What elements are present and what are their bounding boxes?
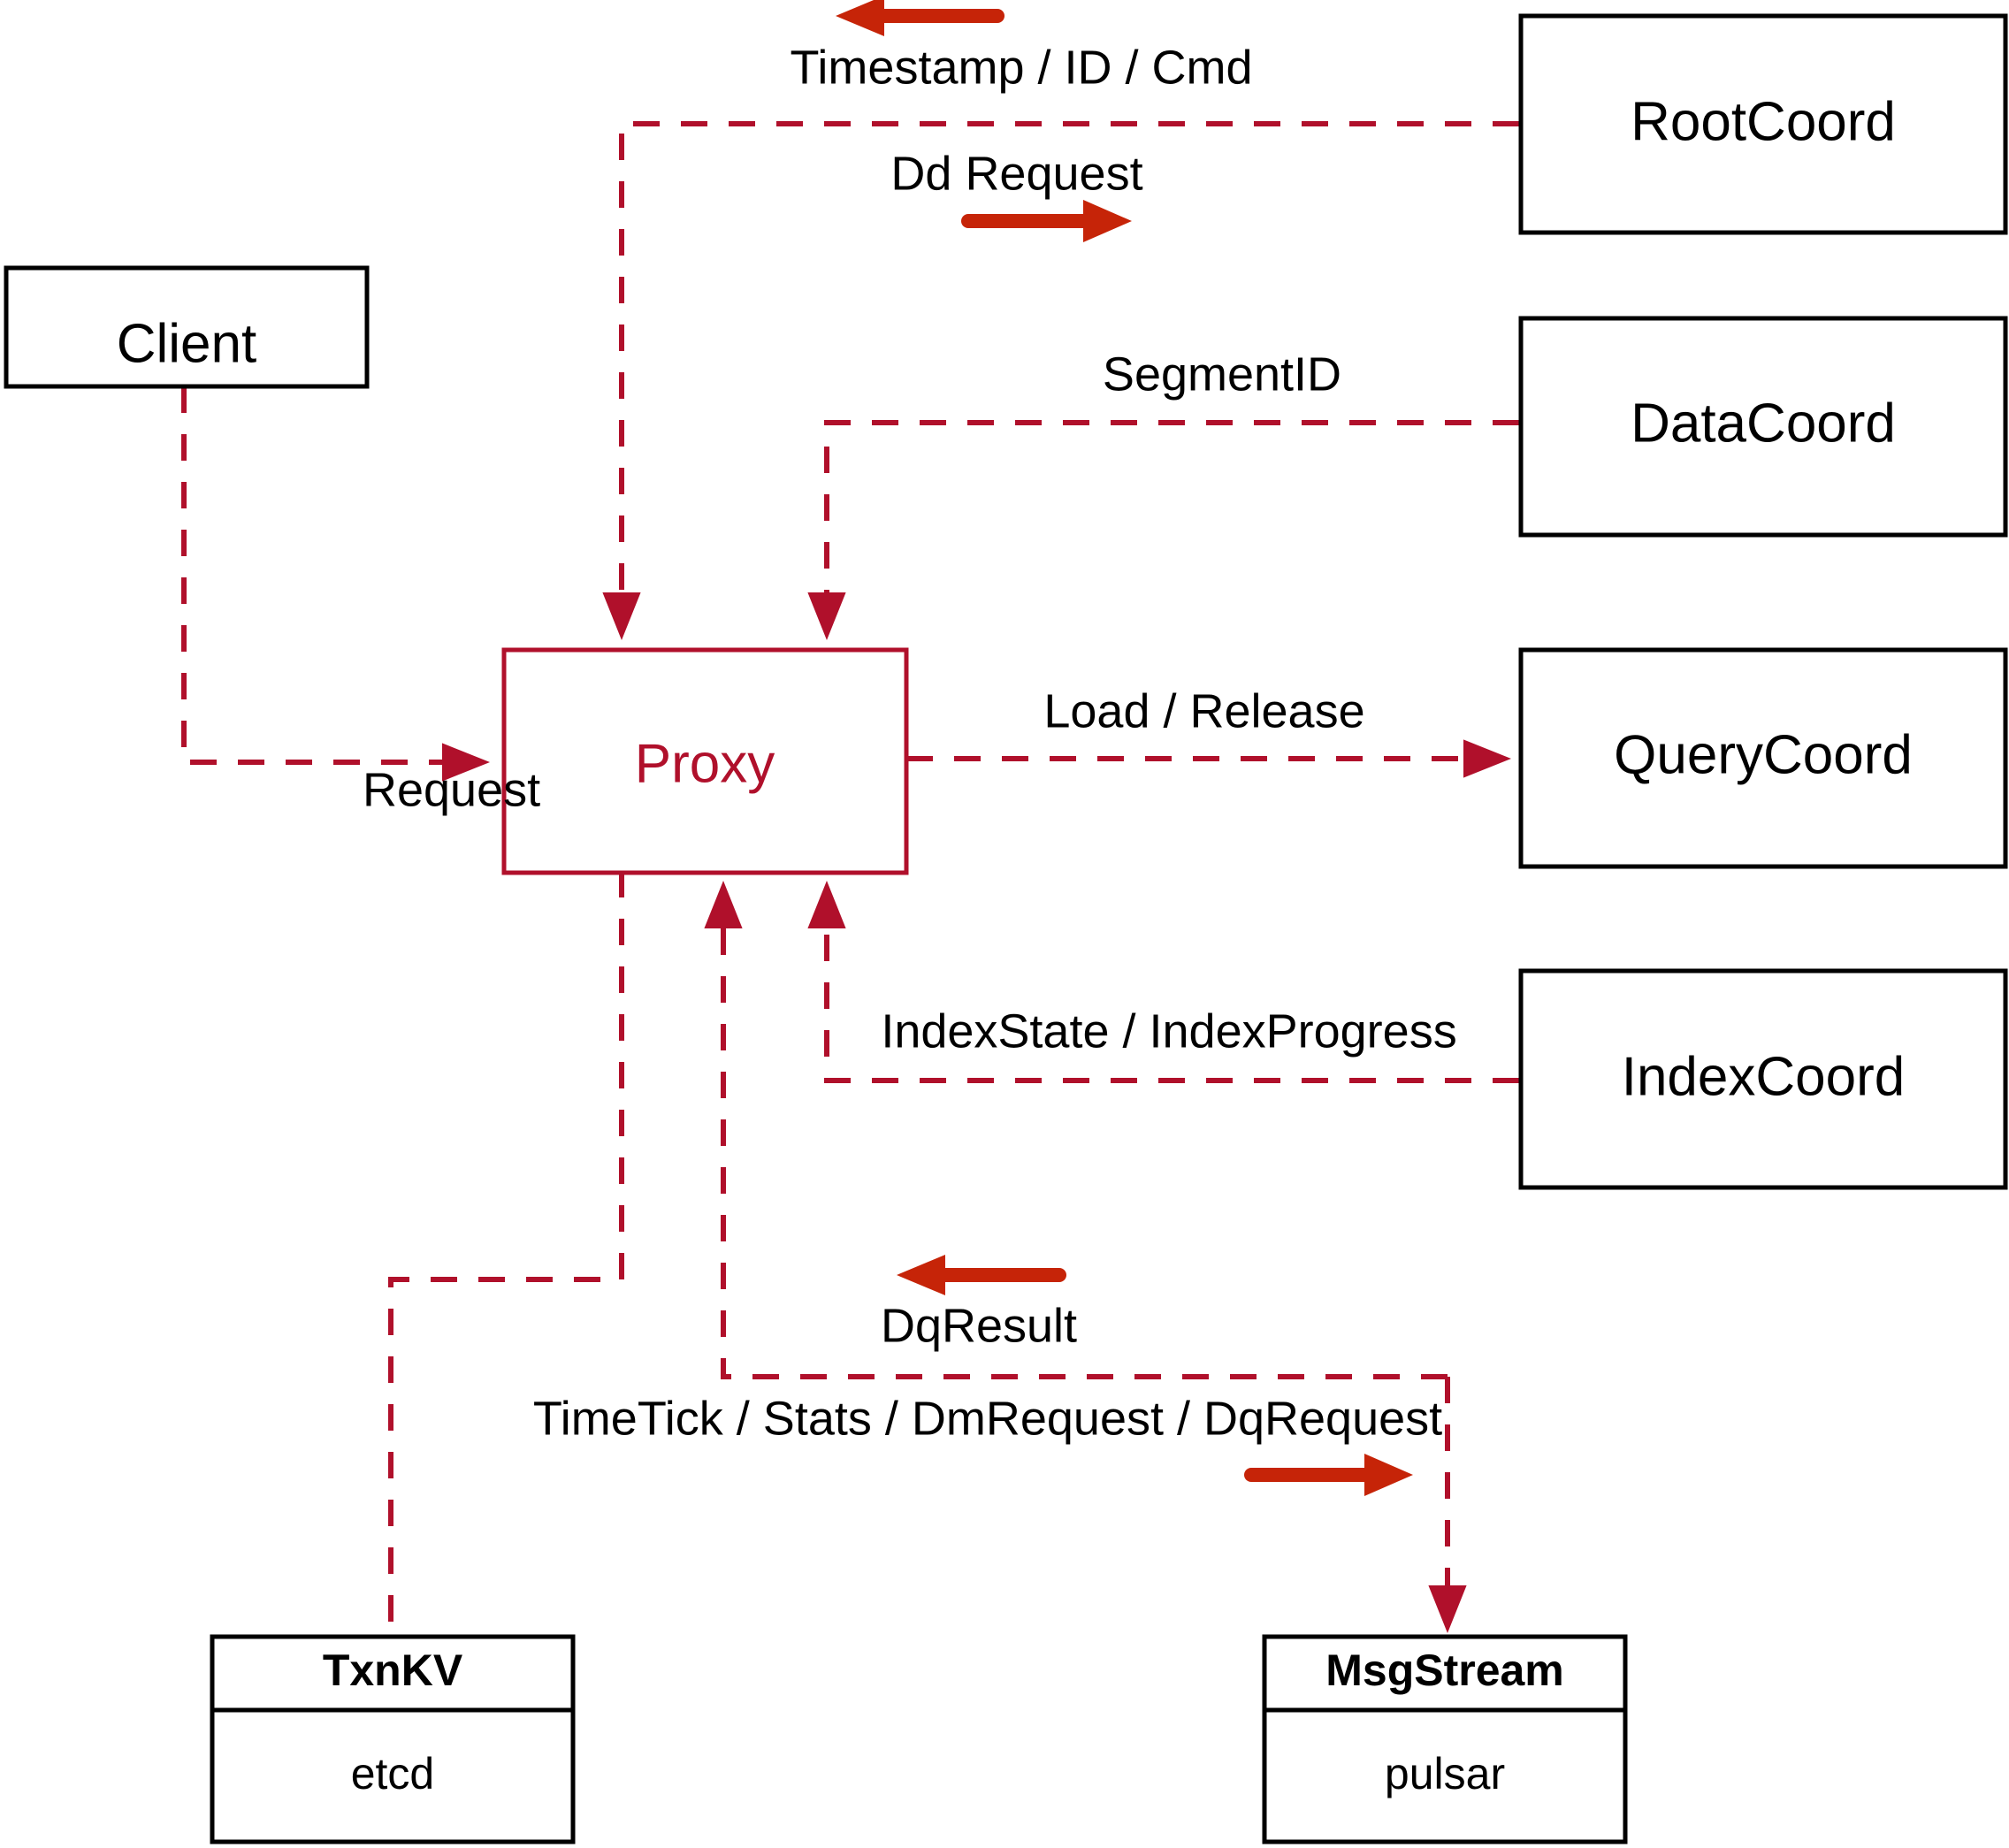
node-datacoord-box[interactable] xyxy=(1518,316,2008,538)
edge-indexcoord-proxy-path xyxy=(807,881,1519,1083)
direction-arrow-timestamp xyxy=(836,0,1004,36)
node-proxy[interactable]: Proxy xyxy=(501,647,909,875)
edge-label-segmentid: SegmentID xyxy=(1103,347,1341,401)
edge-proxy-txnkv xyxy=(388,871,624,1637)
direction-arrow-dqrequest xyxy=(1244,1454,1413,1496)
node-rootcoord-label: RootCoord xyxy=(1631,91,1896,152)
edge-label-dqresult: DqResult xyxy=(881,1299,1077,1352)
edge-proxy-txnkv-path xyxy=(388,871,624,1637)
node-msgstream-sublabel: pulsar xyxy=(1385,1749,1505,1798)
node-datacoord-label: DataCoord xyxy=(1631,393,1896,454)
node-indexcoord[interactable]: IndexCoord xyxy=(1518,968,2008,1190)
node-rootcoord[interactable]: RootCoord xyxy=(1518,13,2008,235)
node-msgstream-box[interactable] xyxy=(1262,1634,1628,1844)
edge-label-timetick-stats-dmrequest-dqrequest: TimeTick / Stats / DmRequest / DqRequest xyxy=(533,1392,1442,1445)
edge-rootcoord-proxy-path xyxy=(602,121,1519,640)
node-txnkv[interactable]: TxnKV etcd xyxy=(210,1634,576,1844)
edge-label-load-release: Load / Release xyxy=(1043,684,1364,737)
node-txnkv-box[interactable] xyxy=(210,1634,576,1844)
node-client-box[interactable] xyxy=(4,265,370,389)
node-txnkv-label: TxnKV xyxy=(323,1646,463,1695)
node-rootcoord-box[interactable] xyxy=(1518,13,2008,235)
edge-msgstream-proxy-path xyxy=(704,881,1448,1379)
node-indexcoord-label: IndexCoord xyxy=(1622,1046,1906,1107)
edge-msgstream-proxy xyxy=(704,881,1448,1379)
edge-rootcoord-proxy xyxy=(602,121,1519,640)
edge-label-indexstate-indexprogress: IndexState / IndexProgress xyxy=(881,1004,1456,1058)
node-txnkv-sublabel: etcd xyxy=(351,1749,435,1798)
node-querycoord-label: QueryCoord xyxy=(1614,724,1913,785)
node-indexcoord-box[interactable] xyxy=(1518,968,2008,1190)
node-querycoord-box[interactable] xyxy=(1518,647,2008,869)
node-querycoord[interactable]: QueryCoord xyxy=(1518,647,2008,869)
node-datacoord[interactable]: DataCoord xyxy=(1518,316,2008,538)
direction-arrow-dd-request xyxy=(961,200,1132,242)
edge-label-dd-request: Dd Request xyxy=(890,147,1142,200)
edge-datacoord-proxy-path xyxy=(807,420,1519,640)
node-msgstream[interactable]: MsgStream pulsar xyxy=(1262,1634,1628,1844)
node-client-label: Client xyxy=(117,313,257,374)
edge-datacoord-proxy xyxy=(807,420,1519,640)
direction-arrow-dqresult xyxy=(897,1255,1066,1295)
edge-client-proxy xyxy=(181,386,490,782)
edge-label-request: Request xyxy=(363,763,540,816)
node-proxy-label: Proxy xyxy=(635,733,775,794)
edge-indexcoord-proxy xyxy=(807,881,1519,1083)
node-msgstream-label: MsgStream xyxy=(1325,1646,1564,1695)
edge-label-timestamp-id-cmd: Timestamp / ID / Cmd xyxy=(790,41,1252,94)
edge-client-proxy-path xyxy=(181,386,490,782)
node-proxy-box[interactable] xyxy=(501,647,909,875)
node-client[interactable]: Client xyxy=(4,265,370,389)
